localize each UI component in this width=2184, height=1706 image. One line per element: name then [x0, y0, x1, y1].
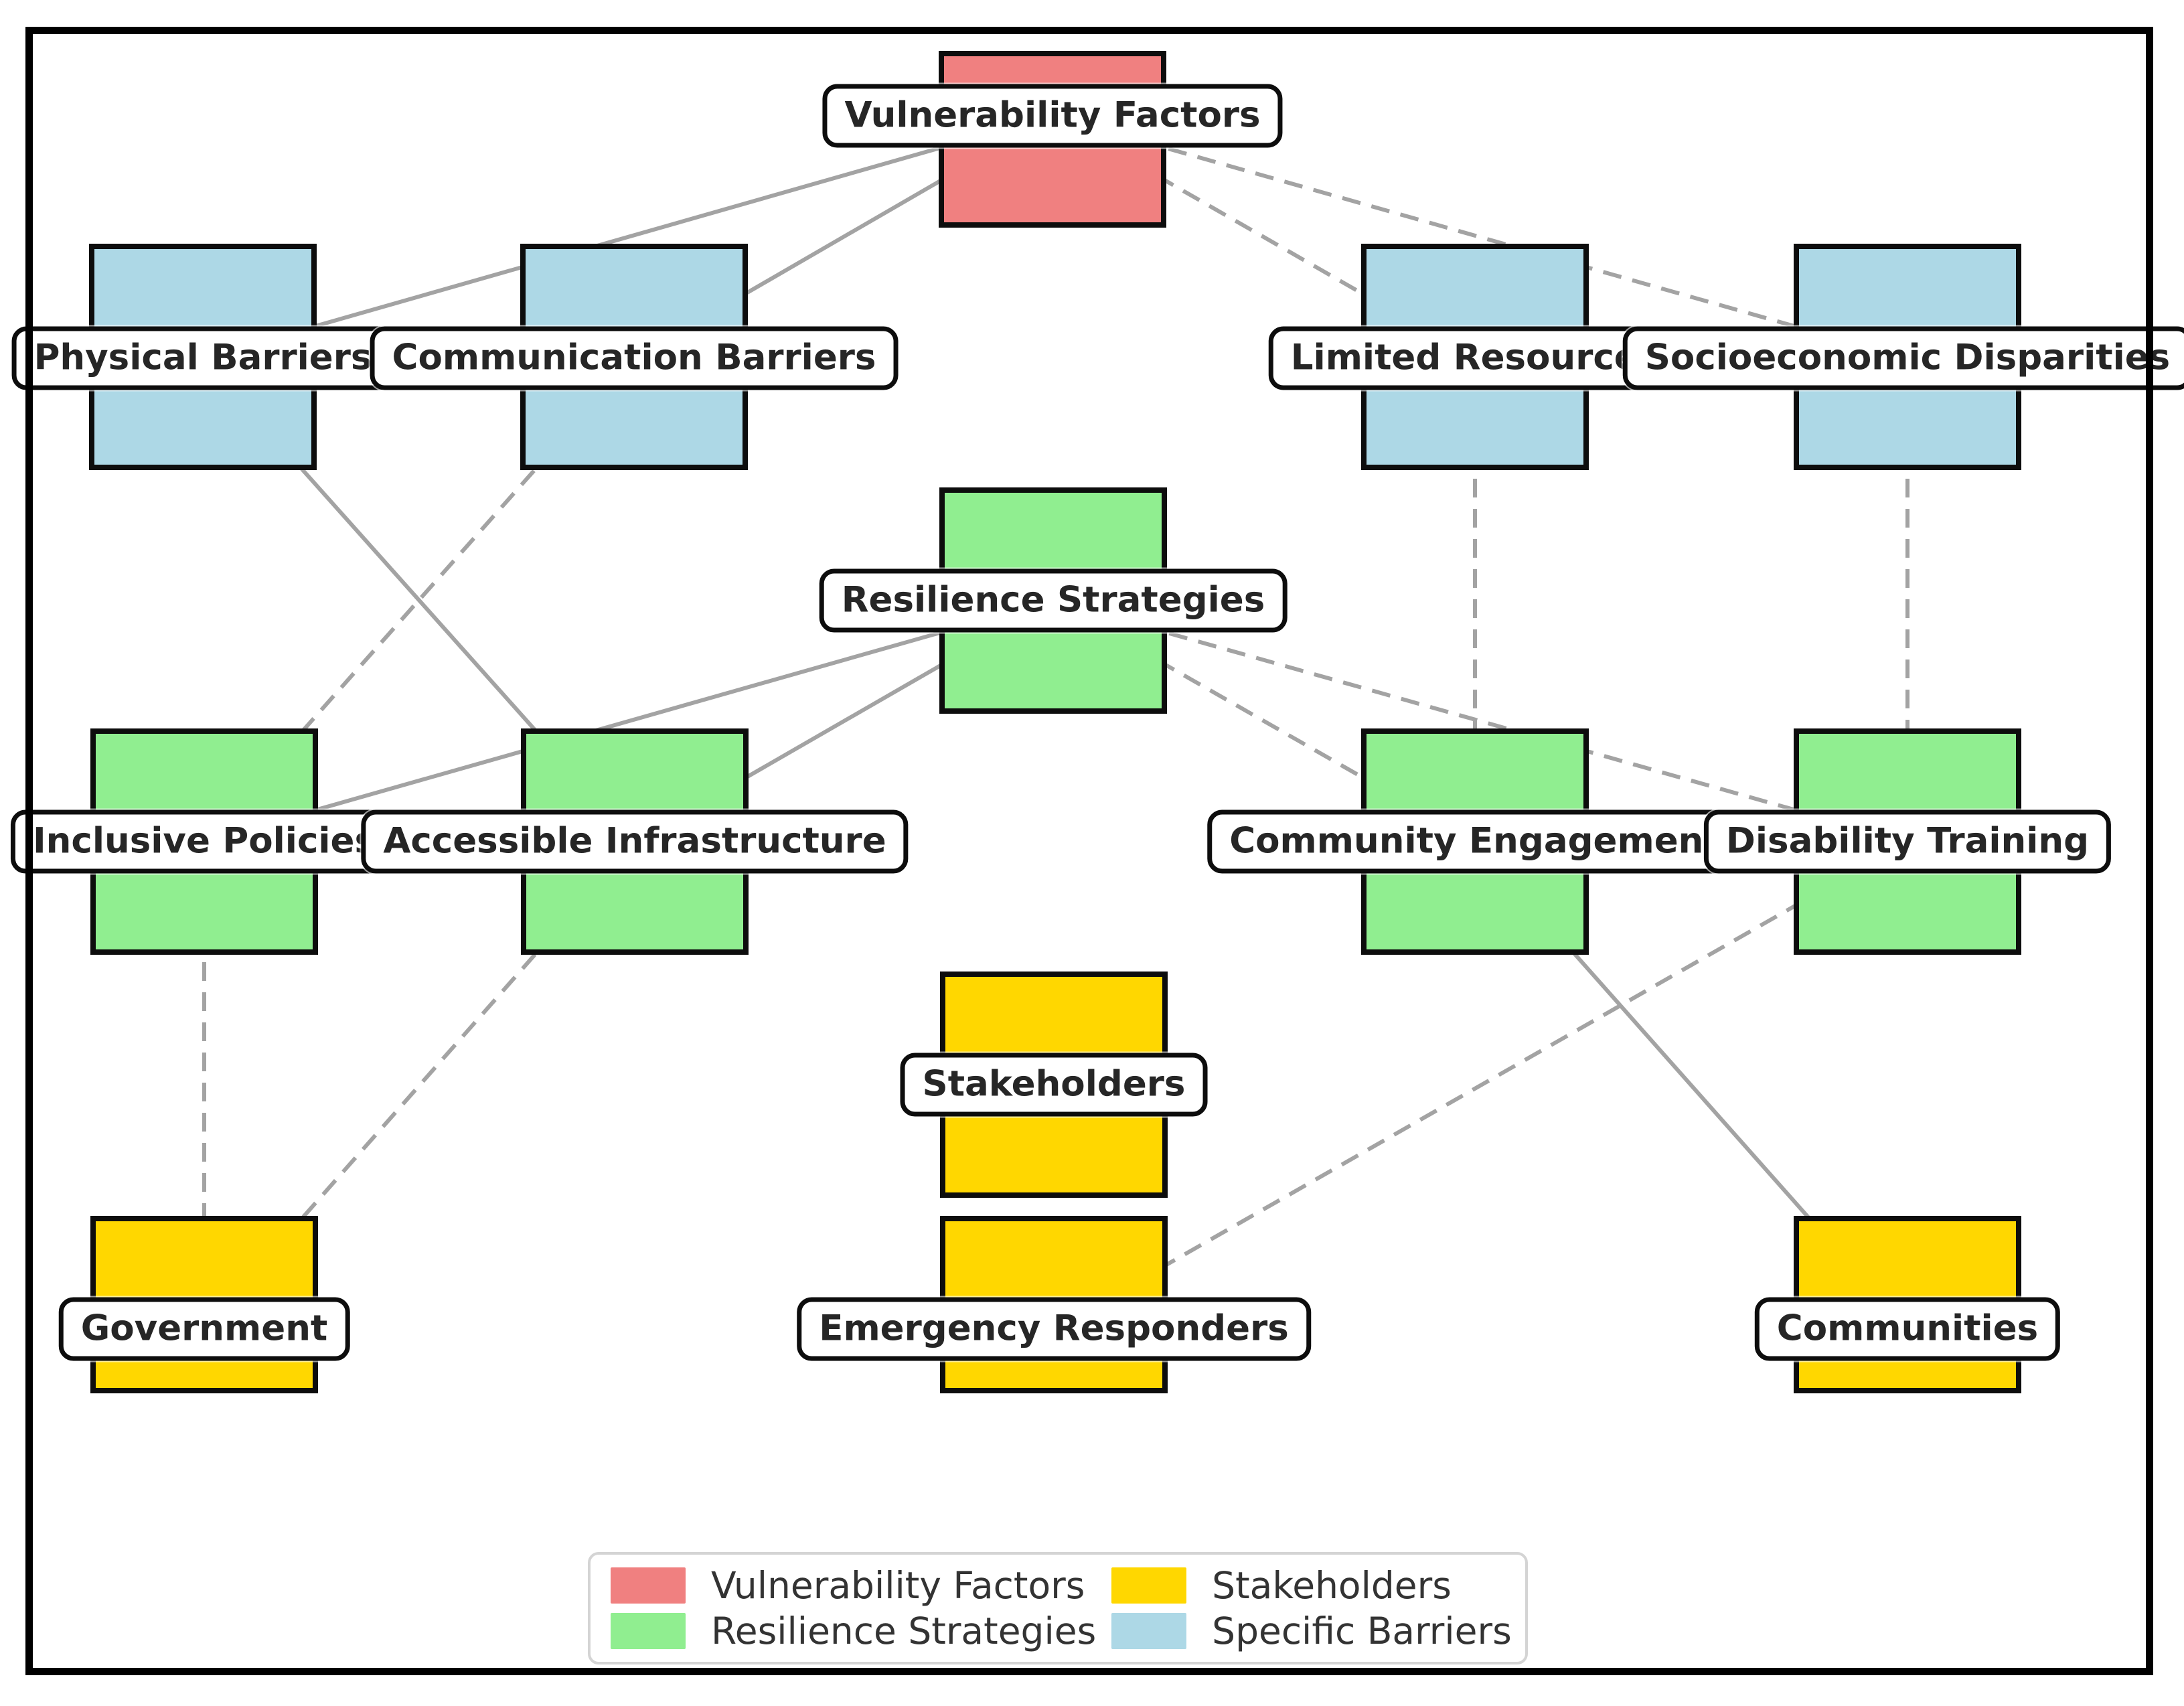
node-label-vulnerability_factors: Vulnerability Factors	[822, 84, 1283, 148]
edge-resilience_strategies-inclusive_policies	[204, 599, 1054, 844]
legend-label: Specific Barriers	[1212, 1610, 1512, 1652]
edge-vulnerability_factors-socioeconomic_disparities	[1052, 114, 1908, 360]
node-label-socioeconomic_disparities: Socioeconomic Disparities	[1622, 326, 2184, 390]
node-label-community_engagement: Community Engagement	[1207, 809, 1743, 874]
legend: Vulnerability Factors Stakeholders Resil…	[588, 1552, 1528, 1664]
node-label-stakeholders: Stakeholders	[900, 1053, 1208, 1117]
node-label-disability_training: Disability Training	[1703, 809, 2112, 874]
edge-resilience_strategies-disability_training	[1052, 599, 1908, 844]
node-label-communities: Communities	[1754, 1297, 2061, 1361]
node-label-physical_barriers: Physical Barriers	[11, 326, 394, 390]
legend-label: Vulnerability Factors	[711, 1564, 1085, 1607]
node-label-emergency_responders: Emergency Responders	[797, 1297, 1311, 1361]
legend-item-vulnerability-factors: Vulnerability Factors	[611, 1564, 1111, 1607]
legend-label: Stakeholders	[1212, 1564, 1452, 1607]
legend-swatch-stakeholders	[1111, 1567, 1187, 1604]
node-label-resilience_strategies: Resilience Strategies	[819, 568, 1288, 633]
node-label-communication_barriers: Communication Barriers	[370, 326, 899, 390]
legend-item-resilience-strategies: Resilience Strategies	[611, 1610, 1111, 1652]
legend-swatch-vulnerability-factors	[611, 1567, 686, 1604]
node-label-inclusive_policies: Inclusive Policies	[10, 809, 398, 874]
node-label-limited_resources: Limited Resources	[1268, 326, 1682, 390]
legend-item-specific-barriers: Specific Barriers	[1111, 1610, 1512, 1652]
legend-label: Resilience Strategies	[711, 1610, 1097, 1652]
legend-swatch-resilience-strategies	[611, 1613, 686, 1649]
edge-vulnerability_factors-physical_barriers	[202, 114, 1053, 360]
node-label-accessible_infrastructure: Accessible Infrastructure	[361, 809, 909, 874]
legend-item-stakeholders: Stakeholders	[1111, 1564, 1505, 1607]
edge-disability_training-emergency_responders	[1052, 840, 1909, 1331]
node-label-government: Government	[58, 1297, 350, 1361]
legend-swatch-specific-barriers	[1111, 1613, 1187, 1649]
